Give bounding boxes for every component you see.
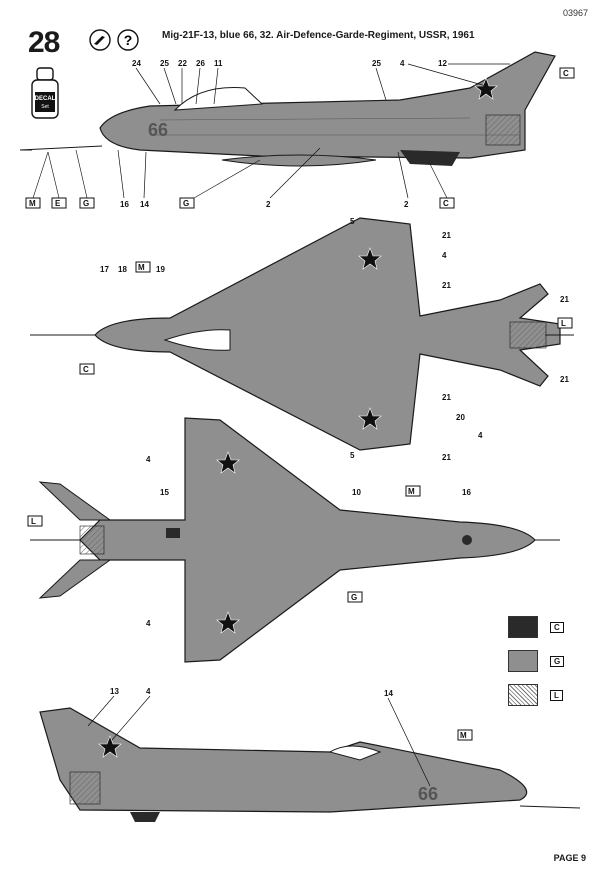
svg-text:E: E [55, 199, 61, 208]
callout: 11 [214, 59, 223, 68]
svg-text:4: 4 [146, 619, 151, 628]
svg-text:21: 21 [442, 281, 451, 290]
callout: 4 [400, 59, 405, 68]
color-legend: C G L [508, 616, 565, 706]
callout: 12 [438, 59, 447, 68]
callout: 25 [372, 59, 381, 68]
svg-text:15: 15 [160, 488, 169, 497]
callout: 2 [404, 200, 409, 209]
side-view-top-tags: M E G G C C [25, 67, 575, 209]
legend-tag: G [550, 655, 565, 667]
legend-swatch [508, 616, 538, 638]
svg-text:4: 4 [478, 431, 483, 440]
svg-text:21: 21 [442, 231, 451, 240]
svg-text:G: G [83, 199, 89, 208]
bottom-view-callouts: 4 15 10 16 4 M L G [27, 455, 471, 628]
top-view-callouts: 5 4 17 18 19 21 21 21 21 21 20 4 5 21 M … [79, 217, 573, 462]
side-view-bottom-callouts: 13 4 14 M [87, 687, 473, 787]
svg-text:13: 13 [110, 687, 119, 696]
legend-swatch [508, 650, 538, 672]
tail-number-66-alt: 66 [418, 784, 438, 804]
header-icons: ? [89, 29, 139, 51]
svg-text:M: M [138, 263, 145, 272]
svg-text:L: L [31, 517, 36, 526]
svg-text:G: G [351, 593, 357, 602]
svg-text:5: 5 [350, 451, 355, 460]
callout: 2 [266, 200, 271, 209]
kit-number: 03967 [562, 8, 588, 18]
callout: 14 [140, 200, 149, 209]
svg-text:16: 16 [462, 488, 471, 497]
side-view-bottom: 66 [39, 707, 581, 822]
callout: 26 [196, 59, 205, 68]
svg-text:19: 19 [156, 265, 165, 274]
legend-swatch [508, 684, 538, 706]
svg-text:L: L [561, 319, 566, 328]
svg-text:21: 21 [442, 393, 451, 402]
svg-text:4: 4 [146, 687, 151, 696]
bottom-view [30, 417, 560, 663]
svg-text:?: ? [124, 32, 133, 48]
red-star-roundel [474, 77, 498, 100]
svg-text:C: C [83, 365, 89, 374]
svg-text:C: C [563, 69, 569, 78]
legend-item-g: G [508, 650, 565, 672]
svg-text:5: 5 [350, 217, 355, 226]
side-view-top: 66 [19, 51, 556, 167]
svg-text:21: 21 [560, 295, 569, 304]
svg-text:10: 10 [352, 488, 361, 497]
side-view-top-callouts: 24 25 22 26 11 25 4 12 16 14 2 2 [117, 59, 510, 209]
svg-text:4: 4 [442, 251, 447, 260]
svg-text:4: 4 [146, 455, 151, 464]
page-number: PAGE 9 [553, 853, 586, 863]
callout: 16 [120, 200, 129, 209]
step-caption: Mig-21F-13, blue 66, 32. Air-Defence-Gar… [162, 30, 475, 41]
legend-item-c: C [508, 616, 564, 638]
svg-text:G: G [183, 199, 189, 208]
svg-text:M: M [29, 199, 36, 208]
decal-label: DECAL [35, 96, 56, 102]
step-number: 28 [28, 26, 60, 59]
question-circle-icon: ? [117, 29, 139, 51]
decal-sub: Set [41, 104, 49, 110]
callout: 22 [178, 59, 187, 68]
svg-text:20: 20 [456, 413, 465, 422]
top-view [30, 217, 574, 451]
callout: 25 [160, 59, 169, 68]
svg-text:14: 14 [384, 689, 393, 698]
svg-text:21: 21 [442, 453, 451, 462]
svg-text:17: 17 [100, 265, 109, 274]
legend-item-l: L [508, 684, 564, 706]
svg-text:M: M [408, 487, 415, 496]
callout: 24 [132, 59, 141, 68]
svg-text:C: C [443, 199, 449, 208]
tail-number-66: 66 [148, 120, 168, 140]
svg-text:M: M [460, 731, 467, 740]
legend-tag: L [550, 689, 563, 701]
svg-text:21: 21 [560, 375, 569, 384]
paint-brush-circle-icon [89, 29, 111, 51]
legend-tag: C [550, 621, 564, 633]
decal-bottle-icon: DECAL Set [31, 67, 59, 119]
svg-text:18: 18 [118, 265, 127, 274]
